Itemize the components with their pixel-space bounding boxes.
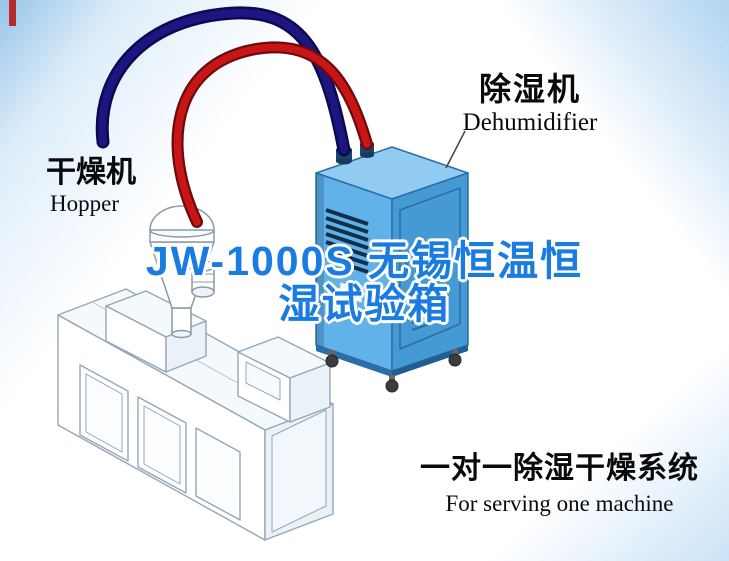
product-title: JW-1000S 无锡恒温恒 湿试验箱 bbox=[0, 240, 729, 326]
hopper-label-en: Hopper bbox=[50, 191, 119, 216]
label-leader-line bbox=[445, 130, 466, 169]
system-caption-en: For serving one machine bbox=[445, 491, 674, 516]
corner-ribbon bbox=[9, 0, 16, 26]
dehumidifier-label-en: Dehumidifier bbox=[462, 109, 598, 137]
red-pipe bbox=[171, 41, 373, 228]
system-caption: 一对一除湿干燥系统 For serving one machine bbox=[420, 452, 699, 517]
navy-pipe bbox=[95, 6, 351, 157]
dehumidifier-illustration bbox=[315, 141, 469, 393]
product-title-line2: 湿试验箱 bbox=[278, 281, 451, 327]
dehumidifier-label-zh: 除湿机 bbox=[478, 71, 581, 107]
casters bbox=[325, 349, 462, 393]
hopper-label-zh: 干燥机 bbox=[46, 156, 136, 189]
dehumidifier-label: 除湿机 Dehumidifier bbox=[448, 71, 612, 138]
control-console bbox=[237, 336, 331, 423]
vent-grille bbox=[325, 208, 369, 274]
hopper-dome bbox=[149, 205, 215, 231]
front-panels bbox=[79, 364, 241, 521]
right-end-panel bbox=[271, 409, 327, 533]
red-pipe-body bbox=[173, 43, 371, 226]
cabinet-door bbox=[399, 187, 461, 350]
product-title-line1: JW-1000S 无锡恒温恒 bbox=[145, 238, 584, 284]
hopper-illustration bbox=[149, 205, 215, 339]
navy-pipe-outline bbox=[95, 6, 351, 157]
hopper-side-canister bbox=[182, 257, 215, 298]
navy-pipe-body bbox=[98, 8, 348, 154]
cabinet-sticker bbox=[339, 281, 363, 304]
hopper-label: 干燥机 Hopper bbox=[46, 156, 136, 217]
system-caption-zh: 一对一除湿干燥系统 bbox=[420, 452, 699, 485]
